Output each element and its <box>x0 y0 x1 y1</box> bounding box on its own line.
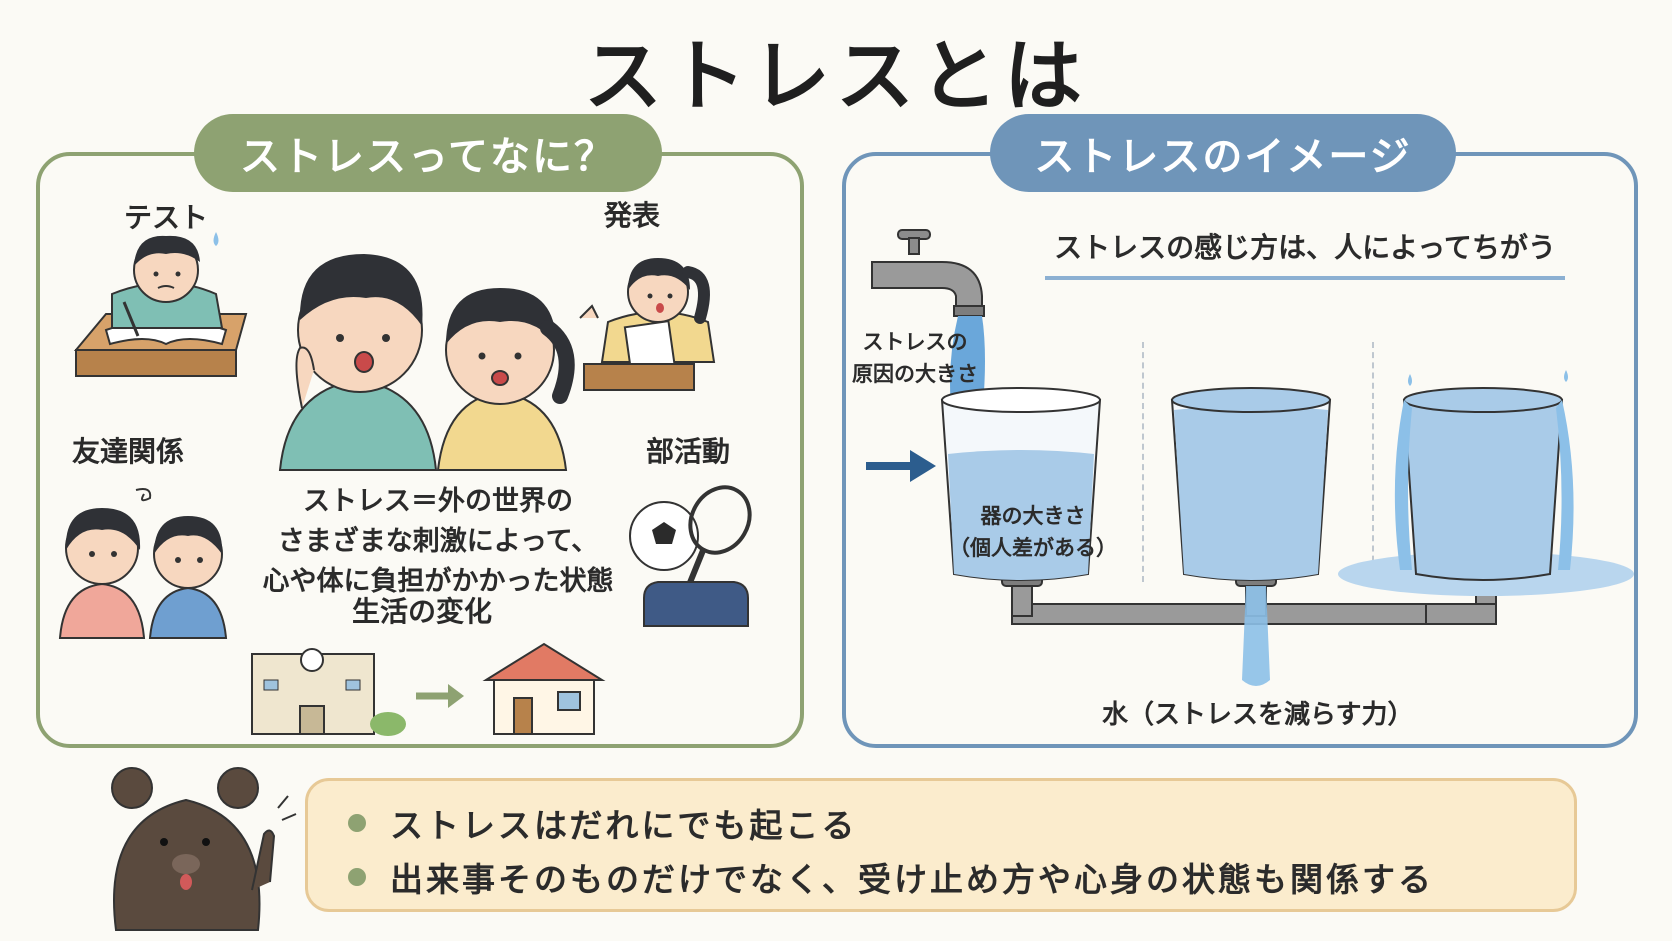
bullet-icon <box>348 814 366 832</box>
summary-point-2: 出来事そのものだけでなく、受け止め方や心身の状態も関係する <box>348 853 1434 901</box>
presentation-illustration <box>579 258 716 391</box>
definition-line-3: 心や体に負担がかかった状態 <box>262 566 614 597</box>
label-life-change: 生活の変化 <box>352 595 493 628</box>
club-illustration <box>629 485 752 627</box>
summary-box: ストレスはだれにでも起こる 出来事そのものだけでなく、受け止め方や心身の状態も関… <box>305 778 1577 912</box>
arrow-right-icon <box>866 450 936 482</box>
test-illustration <box>73 232 248 377</box>
definition-line-1: ストレス＝外の世界の <box>303 486 573 517</box>
stress-perception-subheading: ストレスの感じ方は、人によってちがう <box>1045 226 1565 280</box>
bullet-icon <box>348 868 366 886</box>
cup-label-line-2: （個人差がある） <box>949 536 1117 560</box>
definition-line-2: さまざまな刺激によって、 <box>277 526 599 557</box>
life-change-illustration <box>251 642 606 736</box>
stress-definition-text: ストレス＝外の世界の さまざまな刺激によって、 心や体に負担がかかった状態 <box>248 482 628 602</box>
summary-point-2-text: 出来事そのものだけでなく、受け止め方や心身の状態も関係する <box>390 860 1434 899</box>
label-club: 部活動 <box>646 435 731 468</box>
water-label: 水（ストレスを減らす力） <box>1102 700 1414 730</box>
stress-image-heading: ストレスのイメージ <box>990 114 1456 192</box>
label-test: テスト <box>124 201 209 234</box>
cause-label-line-2: 原因の大きさ <box>852 362 978 386</box>
bear-icon <box>111 767 297 931</box>
cup-size-label: 器の大きさ （個人差がある） <box>948 500 1118 564</box>
stress-definition-heading: ストレスってなに？ <box>194 114 662 192</box>
cause-size-label: ストレスの 原因の大きさ <box>850 326 980 390</box>
summary-point-1: ストレスはだれにでも起こる <box>348 799 857 847</box>
divider-2 <box>1372 342 1374 582</box>
kids-illustration <box>278 254 575 471</box>
summary-point-1-text: ストレスはだれにでも起こる <box>390 806 858 845</box>
cup-label-line-1: 器の大きさ <box>980 504 1086 528</box>
cause-label-line-1: ストレスの <box>862 330 968 354</box>
friends-illustration <box>58 488 228 639</box>
page-title: ストレスとは <box>583 32 1088 122</box>
label-friends: 友達関係 <box>72 435 185 468</box>
cups-and-pipes-diagram <box>940 370 1634 686</box>
divider-1 <box>1142 342 1144 582</box>
label-presentation: 発表 <box>604 199 661 232</box>
